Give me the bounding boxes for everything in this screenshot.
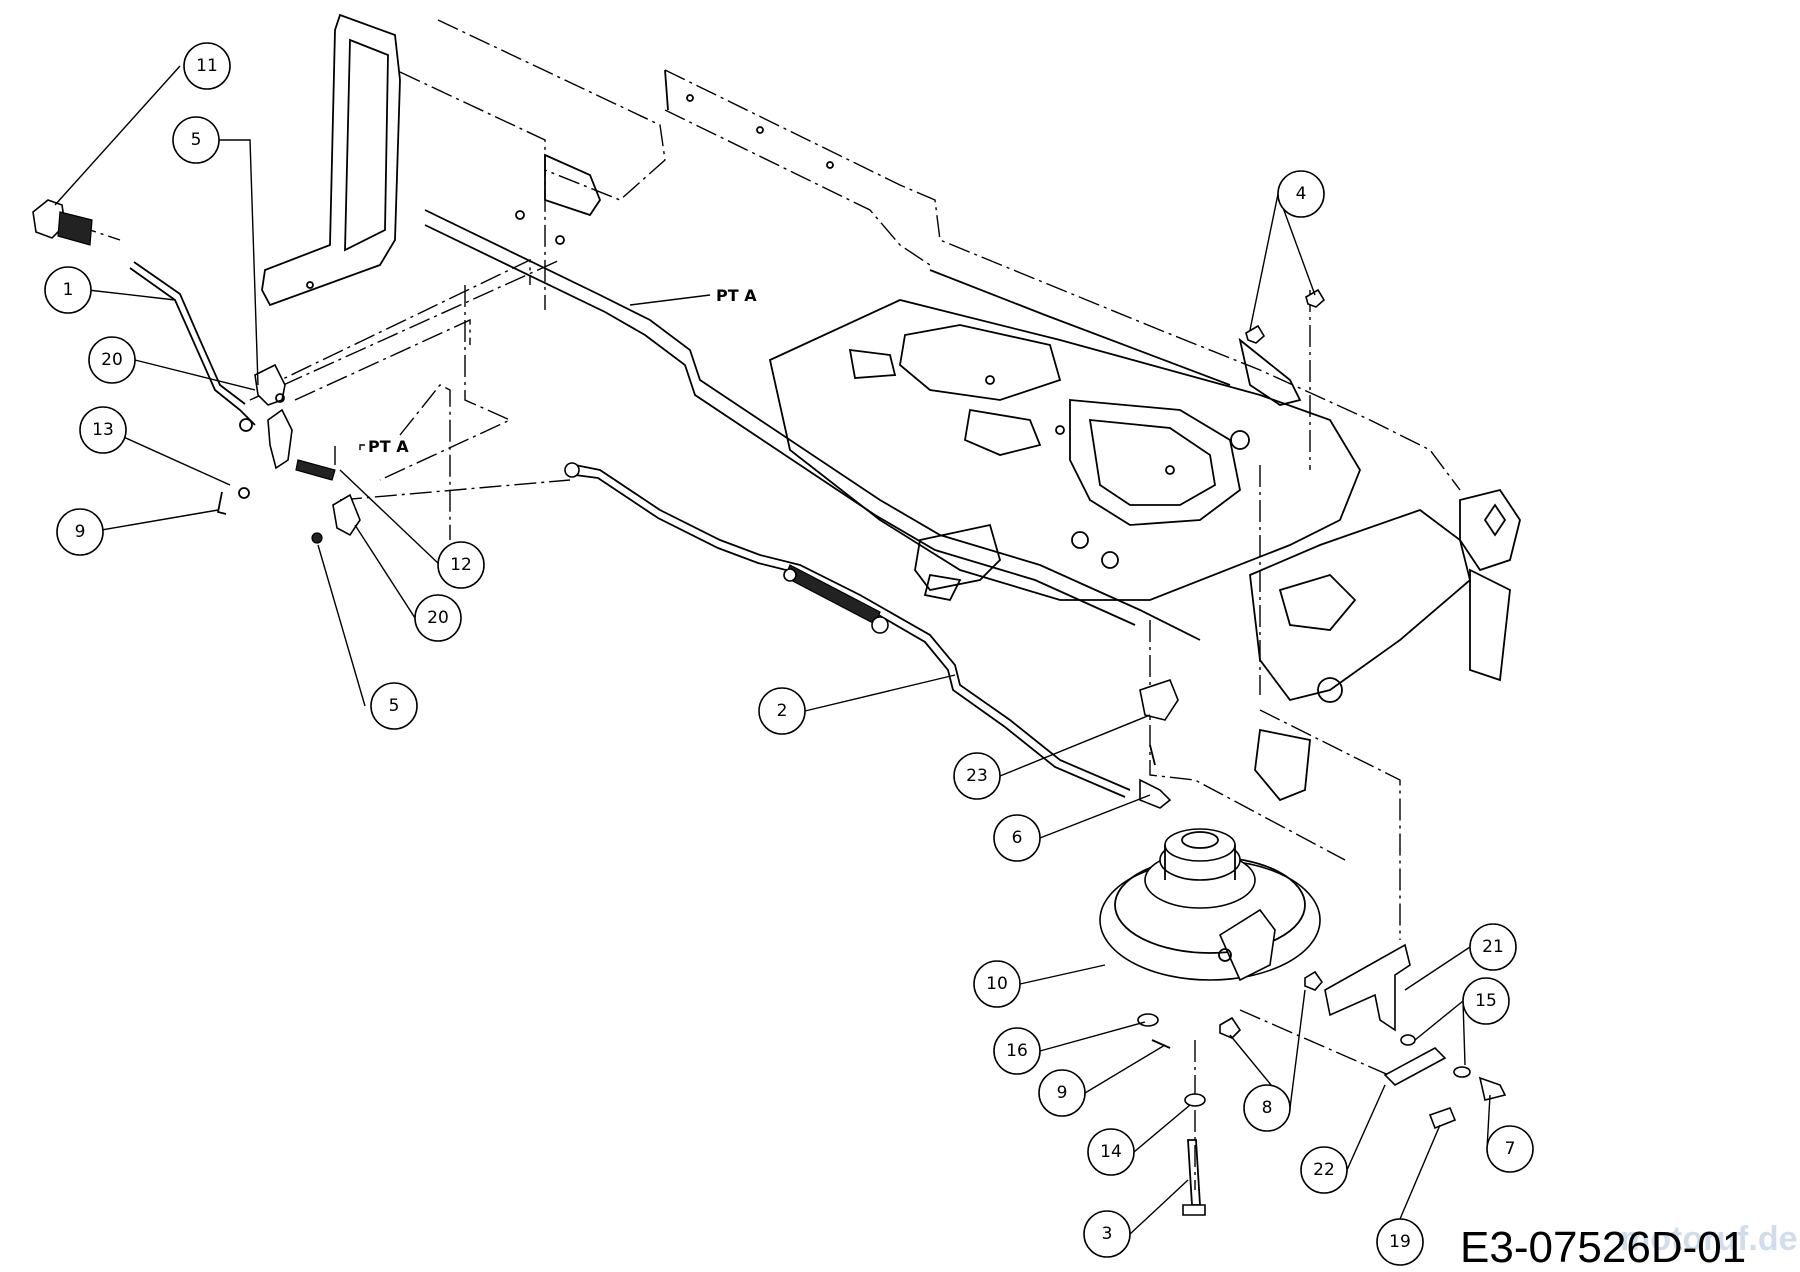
callout-label: 4 — [1296, 184, 1307, 204]
callout-13: 13 — [79, 406, 127, 454]
leader-lines — [54, 65, 1491, 1235]
cotter-pin-left — [216, 491, 227, 515]
callout-20-upper: 20 — [88, 336, 136, 384]
callout-2: 2 — [758, 687, 806, 735]
clutch-hub-hardware — [1137, 1013, 1206, 1216]
callout-label: 10 — [986, 974, 1008, 994]
callout-6: 6 — [993, 814, 1041, 862]
callout-label: 3 — [1102, 1224, 1113, 1244]
callout-label: 21 — [1482, 937, 1504, 957]
frame-right-rail — [664, 69, 1461, 491]
callout-3: 3 — [1083, 1210, 1131, 1258]
callout-label: 19 — [1389, 1232, 1411, 1252]
frame-front-bracket — [914, 337, 1521, 802]
handle-grip — [32, 199, 93, 246]
callout-label: 22 — [1313, 1160, 1335, 1180]
frame-left-rail — [399, 19, 1201, 641]
callout-label: 20 — [101, 350, 123, 370]
callout-20-lower: 20 — [414, 594, 462, 642]
callout-9-left: 9 — [56, 508, 104, 556]
rod-guide-bracket — [1139, 679, 1179, 809]
callout-4: 4 — [1277, 170, 1325, 218]
callout-11: 11 — [183, 42, 231, 90]
callout-label: 2 — [777, 701, 788, 721]
lever-pivot-bracket — [238, 363, 293, 499]
callout-5-lower: 5 — [370, 682, 418, 730]
reference-lines — [74, 224, 1401, 1190]
callout-16: 16 — [993, 1027, 1041, 1075]
callout-5-upper: 5 — [172, 116, 220, 164]
callout-label: 9 — [1057, 1083, 1068, 1103]
lift-lever — [129, 261, 256, 432]
callout-label: 16 — [1006, 1041, 1028, 1061]
callout-22: 22 — [1300, 1146, 1348, 1194]
anti-rotation-bracket — [1324, 943, 1411, 1032]
clutch-rod — [564, 462, 1131, 798]
watermark: motoruf.de — [1620, 1220, 1798, 1258]
callout-label: 6 — [1012, 828, 1023, 848]
callout-label: 9 — [75, 522, 86, 542]
lower-pivot-bracket — [311, 493, 361, 544]
callout-label: 15 — [1475, 991, 1497, 1011]
frame-left-side-plate — [261, 13, 401, 307]
callout-label: 12 — [450, 555, 472, 575]
electric-clutch — [1099, 828, 1321, 982]
callout-9-right: 9 — [1038, 1069, 1086, 1117]
callout-7: 7 — [1486, 1125, 1534, 1173]
callout-10: 10 — [973, 960, 1021, 1008]
spacer-bolts — [1219, 970, 1324, 1039]
callout-label: 1 — [63, 280, 74, 300]
callout-label: 5 — [191, 130, 202, 150]
callout-21: 21 — [1469, 923, 1517, 971]
clutch-strap — [1383, 1034, 1507, 1130]
frame-deck-plate — [768, 299, 1362, 601]
callout-label: 20 — [427, 608, 449, 628]
callout-8: 8 — [1243, 1084, 1291, 1132]
callout-14: 14 — [1087, 1128, 1135, 1176]
callout-23: 23 — [953, 752, 1001, 800]
callout-label: 11 — [196, 56, 218, 76]
callout-19: 19 — [1376, 1218, 1424, 1266]
drawing-number: E3-07526D-01 — [1460, 1223, 1746, 1272]
callout-label: 23 — [966, 766, 988, 786]
callout-label: 14 — [1100, 1142, 1122, 1162]
reference-label-upper: PT A — [716, 286, 757, 305]
return-spring — [295, 459, 336, 481]
reference-label-group: PT A PT A — [334, 286, 757, 465]
callout-label: 7 — [1505, 1139, 1516, 1159]
callout-label: 8 — [1262, 1098, 1273, 1118]
callout-label: 13 — [92, 420, 114, 440]
callout-1: 1 — [44, 266, 92, 314]
mounting-bolts — [1245, 288, 1326, 344]
callout-label: 5 — [389, 696, 400, 716]
callout-12: 12 — [437, 541, 485, 589]
reference-label-lower: PT A — [368, 437, 409, 456]
callout-15: 15 — [1462, 977, 1510, 1025]
